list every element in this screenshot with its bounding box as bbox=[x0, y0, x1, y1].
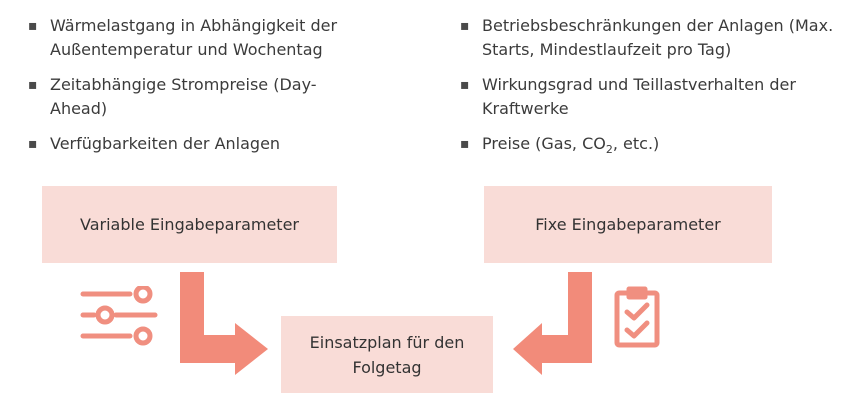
bullet-icon: ▪ bbox=[460, 18, 470, 34]
left-flow-arrow bbox=[180, 272, 268, 375]
list-item-text: Wirkungsgrad und Teillastverhalten der K… bbox=[482, 75, 796, 118]
checklist-icon bbox=[614, 286, 660, 348]
bullet-icon: ▪ bbox=[28, 18, 38, 34]
bullet-icon: ▪ bbox=[28, 77, 38, 93]
bullet-icon: ▪ bbox=[460, 77, 470, 93]
list-item: ▪ Preise (Gas, CO2, etc.) bbox=[460, 132, 835, 162]
co2-subscript: 2 bbox=[605, 143, 613, 157]
dispatch-plan-box: Einsatzplan für den Folgetag bbox=[281, 316, 493, 393]
list-item-text: Wärmelastgang in Abhängigkeit der Außent… bbox=[50, 16, 338, 59]
sliders-icon bbox=[80, 286, 158, 346]
dispatch-plan-label: Einsatzplan für den Folgetag bbox=[310, 330, 465, 380]
dispatch-plan-line-2: Folgetag bbox=[352, 357, 422, 377]
variable-parameters-list: ▪ Wärmelastgang in Abhängigkeit der Auße… bbox=[28, 14, 368, 167]
list-item: ▪ Betriebsbeschränkungen der Anlagen (Ma… bbox=[460, 14, 835, 62]
bullet-icon: ▪ bbox=[28, 136, 38, 152]
list-item: ▪ Wirkungsgrad und Teillastverhalten der… bbox=[460, 73, 835, 121]
fixed-parameters-box: Fixe Eingabeparameter bbox=[484, 186, 772, 263]
variable-parameters-label: Variable Eingabeparameter bbox=[80, 215, 299, 234]
fixed-parameters-label: Fixe Eingabeparameter bbox=[535, 215, 721, 234]
right-flow-arrow bbox=[513, 272, 592, 375]
list-item: ▪ Zeitabhängige Strompreise (Day-Ahead) bbox=[28, 73, 368, 121]
prices-prefix: Preise (Gas, CO bbox=[482, 134, 606, 153]
prices-suffix: , etc.) bbox=[612, 134, 660, 153]
variable-parameters-box: Variable Eingabeparameter bbox=[42, 186, 337, 263]
list-item-text: Verfügbarkeiten der Anlagen bbox=[50, 134, 281, 153]
list-item-text: Betriebsbeschränkungen der Anlagen (Max.… bbox=[482, 16, 834, 59]
list-item-text: Preise (Gas, CO2, etc.) bbox=[482, 134, 660, 157]
list-item: ▪ Verfügbarkeiten der Anlagen bbox=[28, 132, 368, 156]
bullet-icon: ▪ bbox=[460, 136, 470, 152]
list-item-text: Zeitabhängige Strompreise (Day-Ahead) bbox=[50, 75, 317, 118]
dispatch-plan-line-1: Einsatzplan für den bbox=[309, 332, 465, 352]
fixed-parameters-list: ▪ Betriebsbeschränkungen der Anlagen (Ma… bbox=[460, 14, 835, 173]
list-item: ▪ Wärmelastgang in Abhängigkeit der Auße… bbox=[28, 14, 368, 62]
